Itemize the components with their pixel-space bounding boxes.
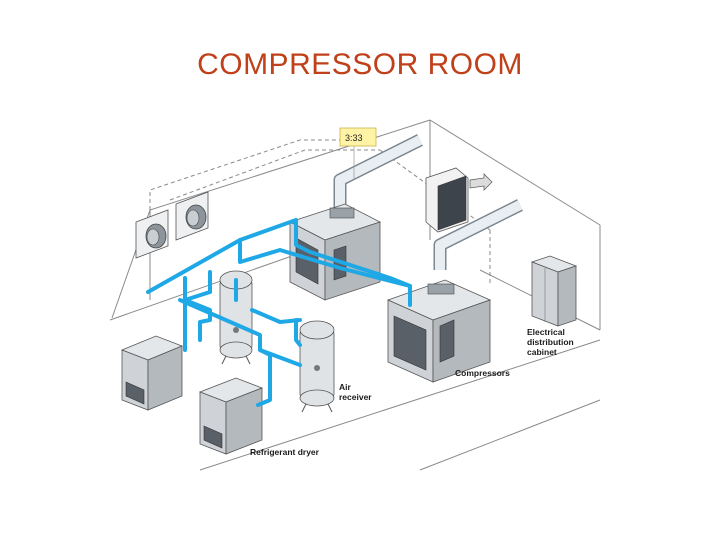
label-air-receiver-1: Air <box>339 382 352 392</box>
label-compressors: Compressors <box>455 368 510 378</box>
exhaust-ducts <box>333 134 523 270</box>
compressed-air-piping <box>146 218 412 407</box>
timestamp-text: 3:33 <box>345 133 363 143</box>
label-air-receiver-2: receiver <box>339 392 372 402</box>
air-intake-louver <box>425 167 493 233</box>
wall-fan-right <box>175 191 209 241</box>
refrigerant-dryer-back <box>120 335 184 411</box>
label-electrical-2: distribution <box>527 337 574 347</box>
ventilation-boundary <box>149 139 491 285</box>
label-refrigerant-dryer: Refrigerant dryer <box>250 447 320 457</box>
air-receiver-tank <box>299 320 335 413</box>
timestamp-label: 3:33 <box>339 127 377 180</box>
electrical-cabinet <box>530 255 578 327</box>
slide-title: COMPRESSOR ROOM <box>197 48 523 81</box>
refrigerant-dryer-front <box>198 377 264 455</box>
label-electrical-3: cabinet <box>527 347 557 357</box>
compressor-unit-front <box>386 279 492 383</box>
compressor-unit-back <box>288 203 382 301</box>
vertical-tank-left <box>219 270 253 365</box>
wall-fan-left <box>135 209 169 259</box>
label-electrical-1: Electrical <box>527 327 565 337</box>
